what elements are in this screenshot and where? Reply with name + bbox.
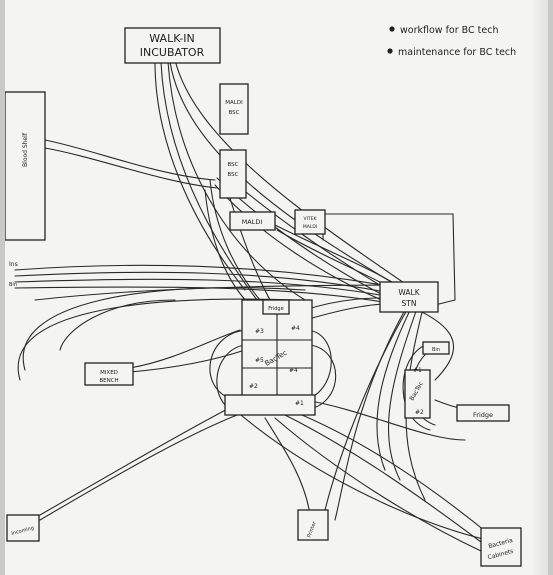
blood-shelf-box: [5, 91, 46, 241]
maldi-bsc-box: [219, 83, 249, 135]
maldi-box: [229, 211, 276, 231]
vitek-maldi-line1: VITEK: [304, 216, 318, 222]
mixed-bench-line1: MIXED: [100, 370, 118, 376]
left-small-line2: Bin: [9, 282, 17, 288]
walk-in-incubator-box: [124, 27, 221, 64]
legend-workflow-bullet: [389, 26, 395, 32]
central-label-b: #4: [291, 325, 300, 332]
right-top-label: Bin: [432, 347, 440, 353]
right-cluster-box: [404, 369, 431, 419]
right-label-b: #2: [415, 409, 424, 416]
central-grid: [242, 314, 312, 395]
vitek-maldi-box: [294, 209, 326, 235]
whiteboard-photo: WALK-IN INCUBATOR MALDI BSC BSC BSC MALD…: [5, 0, 548, 575]
bacteria-cabinet-box: [480, 527, 522, 567]
walk-in-incubator-line2: INCUBATOR: [140, 46, 205, 59]
fridge-right-box: [456, 404, 510, 422]
central-label-c: #2: [249, 383, 258, 390]
vitek-maldi-line2: MALDI: [303, 224, 317, 230]
walk-stn-line1: WALK: [398, 288, 420, 297]
fridge-right-label: Fridge: [473, 411, 493, 419]
printer-box: [297, 509, 329, 541]
right-label-a: #1: [413, 367, 422, 374]
printer-label: Printer: [306, 520, 318, 539]
workflow-diagram: WALK-IN INCUBATOR MALDI BSC BSC BSC MALD…: [5, 25, 522, 567]
left-small-line1: Ins: [9, 261, 18, 268]
diagram-boxes: [5, 27, 522, 567]
right-top-box: [422, 341, 450, 355]
legend: workflow for BC tech maintenance for BC …: [387, 25, 516, 58]
walk-in-incubator-line1: WALK-IN: [149, 32, 194, 45]
central-label-a: #3: [255, 328, 264, 335]
central-top-box: [262, 299, 290, 315]
maldi-label: MALDI: [242, 218, 263, 226]
legend-workflow-text: workflow for BC tech: [400, 25, 498, 36]
walk-stn-line2: STN: [402, 299, 417, 308]
central-label-e: #4: [289, 367, 298, 374]
incoming-label: Incoming: [11, 525, 35, 537]
mixed-bench-line2: BENCH: [99, 378, 118, 384]
central-top-label: Fridge: [268, 306, 283, 312]
maldi-bsc-line1: MALDI: [225, 100, 243, 106]
central-label-f: #5: [255, 357, 264, 364]
bsc2-line2: BSC: [227, 172, 238, 178]
mixed-bench-box: [84, 362, 134, 386]
walk-stn-box: [379, 281, 439, 313]
central-label-d: #1: [295, 400, 304, 407]
legend-maintenance-text: maintenance for BC tech: [398, 47, 516, 58]
legend-maintenance-bullet: [387, 48, 393, 54]
maldi-bsc-line2: BSC: [228, 110, 239, 116]
central-bottom-box: [224, 394, 316, 416]
bsc2-box: [219, 149, 247, 199]
incoming-box: [6, 514, 40, 542]
blood-shelf-label: Blood Shelf: [22, 132, 29, 167]
bsc2-line1: BSC: [227, 162, 238, 168]
